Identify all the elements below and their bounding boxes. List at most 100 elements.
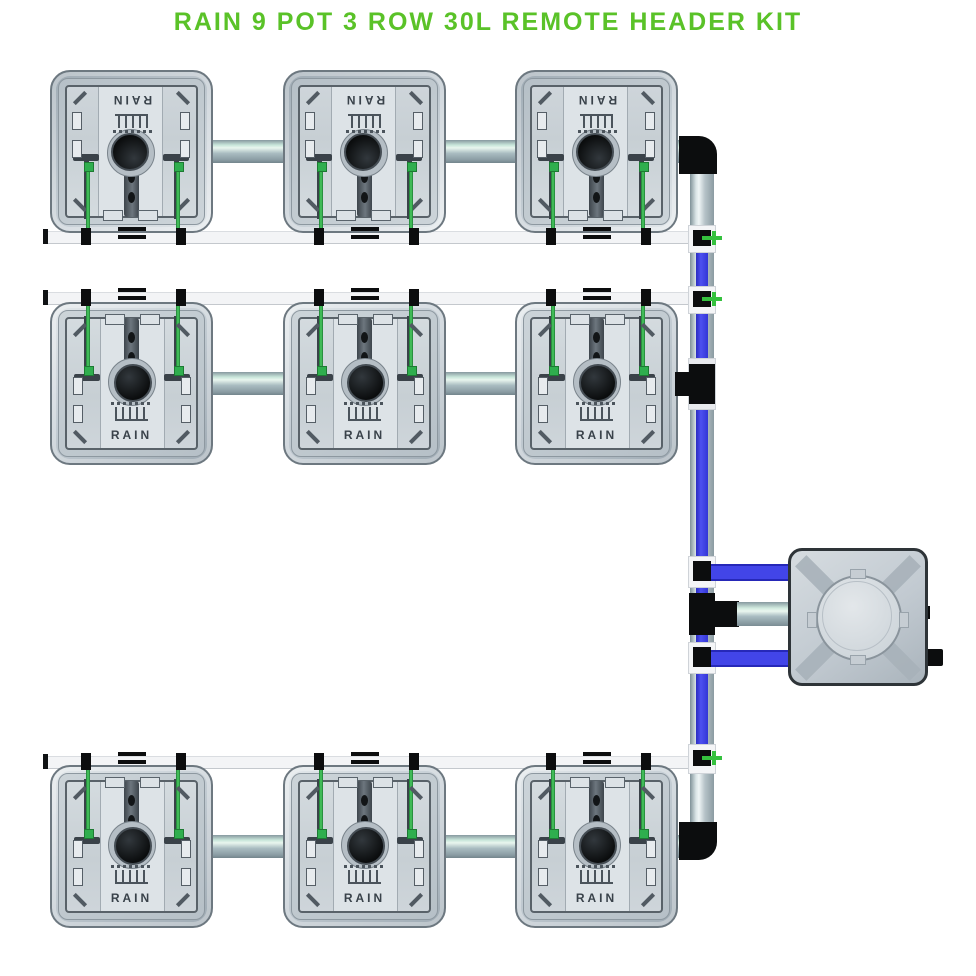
- drip-manifold: [576, 402, 617, 426]
- pot-1-1: RAIN: [50, 70, 213, 234]
- tube-connector: [639, 366, 649, 376]
- elbow-fitting-top: [679, 136, 717, 174]
- blue-pipe-header-bottom: [702, 650, 790, 667]
- side-slot: [180, 112, 190, 130]
- manifold-zigzag: [111, 402, 152, 405]
- drain-dash-mark: [118, 760, 146, 764]
- side-slot: [414, 840, 424, 858]
- lid-notch: [850, 569, 866, 579]
- drain-port-tab: [314, 228, 324, 245]
- lid-clip: [570, 314, 590, 325]
- side-slot: [537, 140, 547, 158]
- side-slot: [72, 112, 82, 130]
- green-tube: [551, 166, 555, 234]
- manifold-zigzag: [344, 865, 385, 868]
- pot-body: RAIN: [515, 765, 678, 928]
- lid-clip: [140, 314, 160, 325]
- side-slot: [306, 868, 316, 886]
- green-clip-icon: [712, 231, 716, 245]
- side-slot: [73, 377, 83, 395]
- lid-clip: [373, 777, 393, 788]
- side-slot: [414, 868, 424, 886]
- green-tube: [86, 753, 90, 835]
- drain-port-tab: [176, 753, 186, 770]
- lid-notch: [850, 655, 866, 665]
- root-hole: [344, 133, 382, 171]
- root-hole: [579, 364, 617, 402]
- green-tube: [319, 290, 323, 372]
- tube-bracket: [164, 837, 190, 844]
- tube-bracket: [307, 374, 333, 381]
- lid-clip: [373, 314, 393, 325]
- tube-connector: [317, 162, 327, 172]
- pot-1-3: RAIN: [515, 70, 678, 234]
- side-slot: [538, 405, 548, 423]
- side-slot: [181, 840, 191, 858]
- feed-pipe-row3-seg1: [213, 835, 283, 858]
- drain-port-tab: [81, 289, 91, 306]
- tube-connector: [407, 366, 417, 376]
- root-hole: [111, 133, 149, 171]
- drain-dash-mark: [351, 752, 379, 756]
- side-slot: [538, 868, 548, 886]
- bar-hole: [128, 192, 135, 203]
- bar-hole: [361, 352, 368, 363]
- green-tube: [551, 290, 555, 372]
- tube-bracket: [74, 374, 100, 381]
- drain-dash-mark: [583, 752, 611, 756]
- side-slot: [73, 840, 83, 858]
- lid-clip: [338, 777, 358, 788]
- side-slot: [305, 112, 315, 130]
- lid-clip: [568, 210, 588, 221]
- blue-pipe-header-top: [702, 564, 790, 581]
- drain-port-tab: [81, 228, 91, 245]
- tube-bracket: [629, 374, 655, 381]
- bar-hole: [593, 795, 600, 806]
- drain-dash-mark: [118, 235, 146, 239]
- manifold-comb: [348, 407, 381, 421]
- tee-fitting-row2-feed: [689, 364, 715, 404]
- drip-manifold: [344, 865, 385, 889]
- drain-dash-mark: [351, 760, 379, 764]
- manifold-comb: [348, 114, 381, 128]
- tube-connector: [639, 829, 649, 839]
- drain-dash-mark: [118, 227, 146, 231]
- tube-connector: [174, 162, 184, 172]
- drain-end-cap: [43, 229, 48, 244]
- pot-body: RAIN: [50, 70, 213, 233]
- side-slot: [646, 840, 656, 858]
- tee-stub: [713, 601, 739, 627]
- root-hole: [114, 827, 152, 865]
- pot-body: RAIN: [283, 302, 446, 465]
- tube-connector: [174, 366, 184, 376]
- lid-clip: [605, 314, 625, 325]
- lid-notch: [807, 612, 817, 628]
- side-slot: [305, 140, 315, 158]
- drain-port-tab: [409, 289, 419, 306]
- tube-bracket: [164, 374, 190, 381]
- drain-port-tab: [314, 289, 324, 306]
- manifold-zigzag: [344, 402, 385, 405]
- side-slot: [537, 112, 547, 130]
- drain-port-tab: [176, 228, 186, 245]
- drain-port-tab: [641, 753, 651, 770]
- lid-clip: [105, 314, 125, 325]
- pot-label: RAIN: [110, 93, 153, 107]
- page-title: RAIN 9 POT 3 ROW 30L REMOTE HEADER KIT: [173, 8, 803, 36]
- pot-1-2: RAIN: [283, 70, 446, 234]
- feed-pipe-row3-seg2: [446, 835, 515, 858]
- pot-label: RAIN: [575, 93, 618, 107]
- side-slot: [306, 840, 316, 858]
- tube-connector: [84, 162, 94, 172]
- tube-connector: [84, 829, 94, 839]
- remote-header-unit: [788, 548, 928, 686]
- drain-dash-mark: [351, 227, 379, 231]
- pot-body: RAIN: [50, 765, 213, 928]
- tube-bracket: [74, 837, 100, 844]
- drain-dash-mark: [351, 235, 379, 239]
- lid-clip: [338, 314, 358, 325]
- lid-clip: [603, 210, 623, 221]
- drip-manifold: [344, 402, 385, 426]
- drain-dash-mark: [118, 288, 146, 292]
